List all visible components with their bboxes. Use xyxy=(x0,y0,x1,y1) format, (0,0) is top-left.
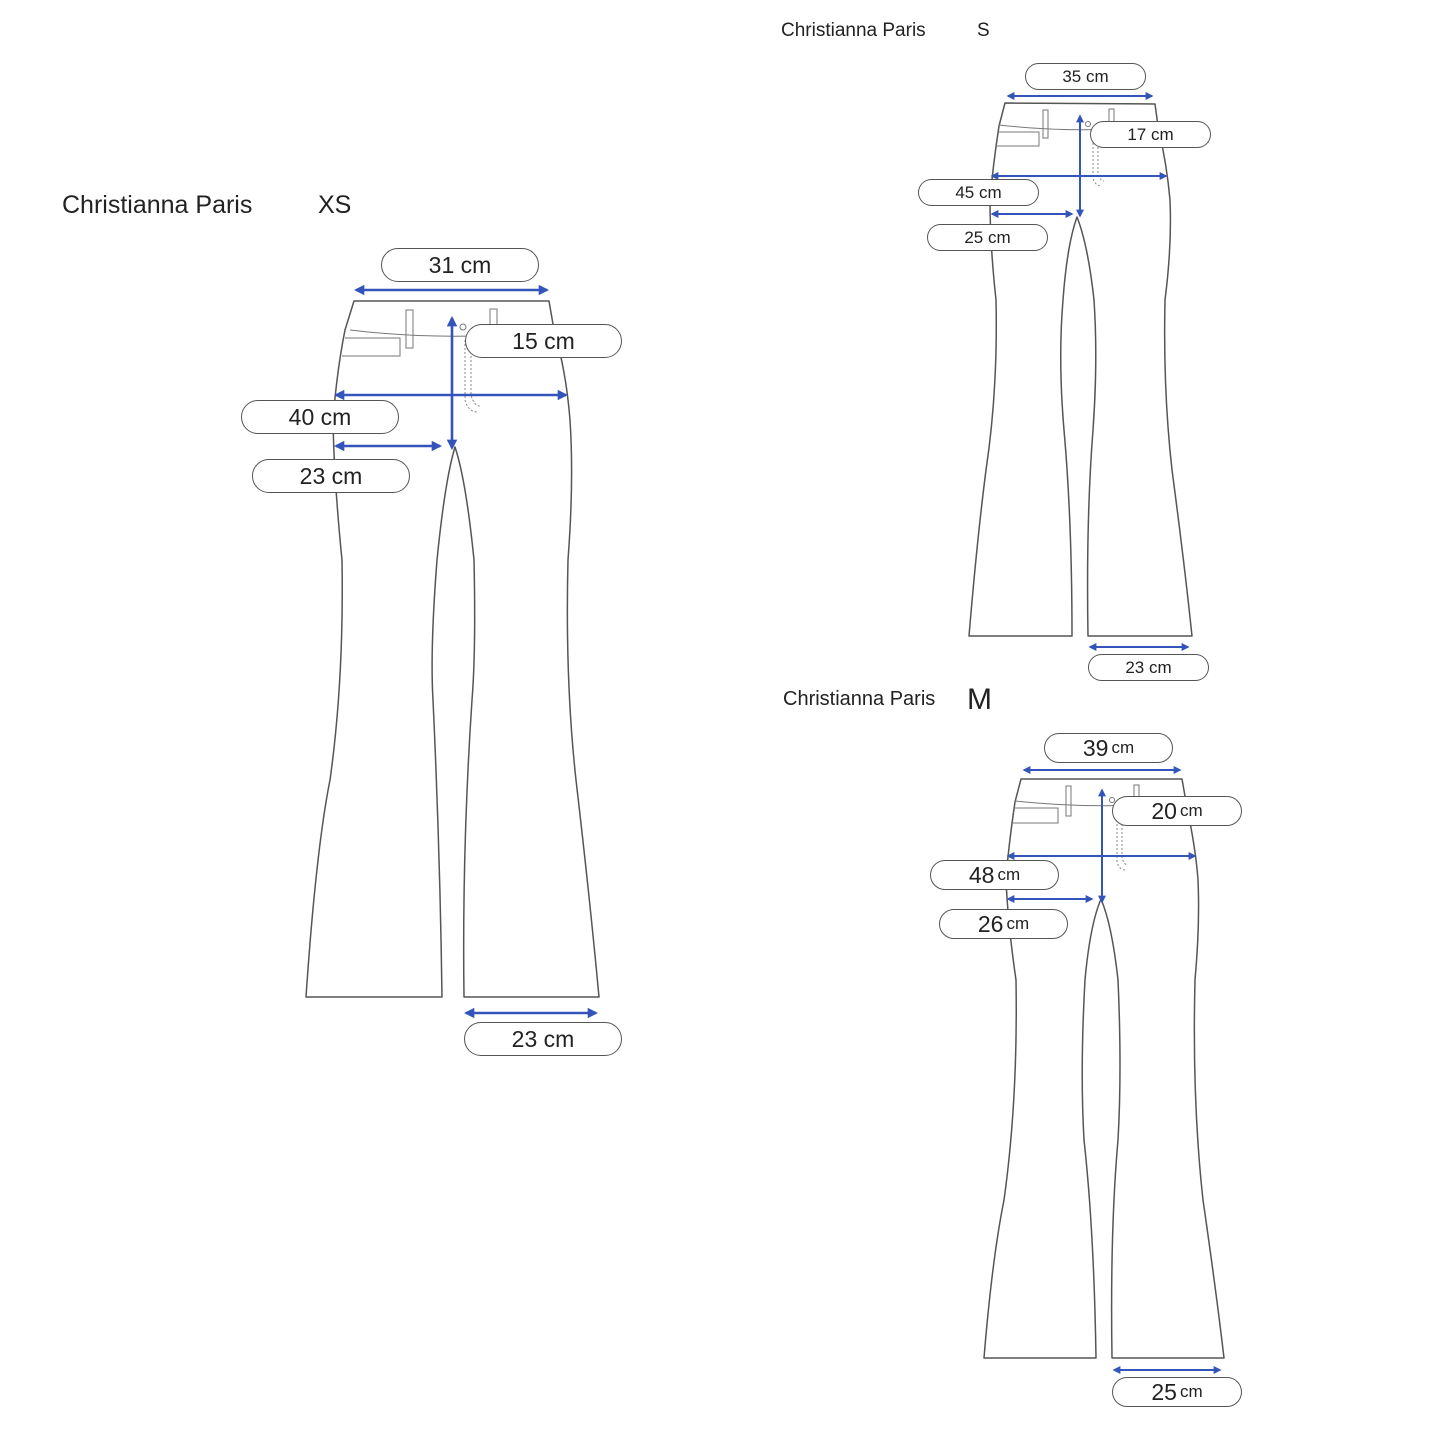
size-label-s: S xyxy=(977,20,990,41)
hip-value-m: 48 xyxy=(968,861,995,888)
hip-measurement-s: 45 cm xyxy=(918,179,1039,206)
measure-lines-m xyxy=(1006,766,1222,1374)
waist-unit-m: cm xyxy=(1111,738,1135,757)
waist-value-m: 39 xyxy=(1082,734,1109,761)
waist-measurement-xs: 31 cm xyxy=(381,248,539,282)
rise-value-m: 20 xyxy=(1151,797,1177,824)
thigh-unit-m: cm xyxy=(1006,914,1030,933)
thigh-value-m: 26 xyxy=(977,910,1004,937)
hem-measurement-xs: 23 cm xyxy=(464,1022,622,1056)
thigh-measurement-s: 25 cm xyxy=(927,224,1048,251)
rise-unit-m: cm xyxy=(1179,801,1203,820)
size-label-m: M xyxy=(967,683,992,716)
measure-lines-xs xyxy=(333,284,599,1019)
brand-label-s: Christianna Paris xyxy=(781,20,926,41)
hip-measurement-xs: 40 cm xyxy=(241,400,399,434)
hip-unit-m: cm xyxy=(997,865,1021,884)
brand-label-m: Christianna Paris xyxy=(783,688,936,710)
size-label-xs: XS xyxy=(318,191,352,219)
measure-lines-s xyxy=(990,92,1190,651)
hem-measurement-s: 23 cm xyxy=(1088,654,1209,681)
rise-measurement-xs: 15 cm xyxy=(465,324,622,358)
brand-label-xs: Christianna Paris xyxy=(62,191,253,219)
hem-value-m: 25 xyxy=(1151,1378,1177,1405)
hem-unit-m: cm xyxy=(1179,1382,1203,1401)
waist-measurement-s: 35 cm xyxy=(1025,63,1146,90)
thigh-measurement-xs: 23 cm xyxy=(252,459,410,493)
rise-measurement-s: 17 cm xyxy=(1090,121,1211,148)
